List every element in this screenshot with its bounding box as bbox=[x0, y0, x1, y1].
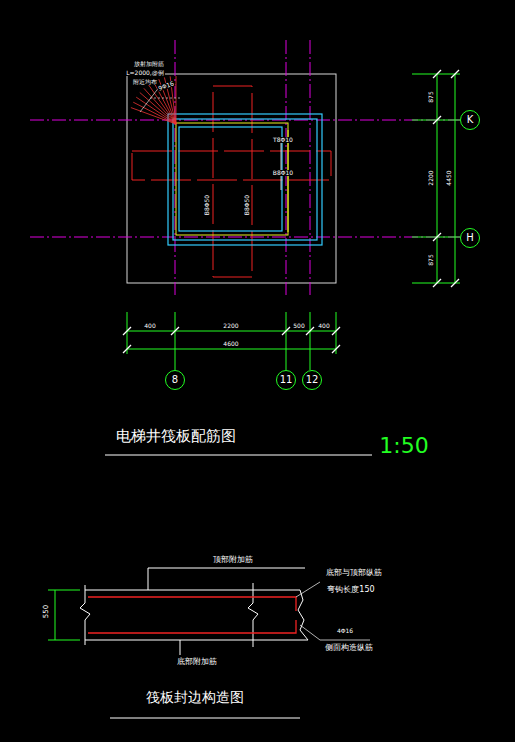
note-text: L=2000,@例 bbox=[125, 70, 165, 76]
axis-lines bbox=[30, 40, 460, 295]
section-dimension bbox=[48, 590, 80, 640]
dimension-text: 400 bbox=[143, 323, 156, 329]
note-text: 侧面构造纵筋 bbox=[324, 644, 374, 652]
axis-bubble: H bbox=[460, 228, 480, 248]
dimension-text: 400 bbox=[317, 323, 330, 329]
rebar-callout: B8Φ50 bbox=[244, 194, 250, 216]
raft-outline bbox=[127, 74, 336, 283]
dimension-text: 500 bbox=[292, 323, 305, 329]
rebar-callout: 顶部附加筋 bbox=[212, 556, 254, 564]
dimension-text: 2200 bbox=[428, 169, 434, 186]
rebar-bands bbox=[132, 86, 331, 277]
radial-bars bbox=[131, 76, 176, 124]
rebar-callout: 底部附加筋 bbox=[176, 658, 218, 666]
pit-walls bbox=[168, 114, 322, 245]
raft-edge-section bbox=[80, 568, 308, 655]
note-text: 弯钩长度150 bbox=[326, 586, 375, 594]
title-underline bbox=[105, 455, 372, 456]
title-underline bbox=[110, 718, 300, 719]
dimension-lines bbox=[127, 74, 460, 370]
rebar-callout: B8Φ50 bbox=[204, 194, 210, 216]
drawing-title: 筏板封边构造图 bbox=[146, 690, 244, 704]
note-text: 放射加附筋 bbox=[133, 61, 165, 67]
drawing-title: 电梯井筏板配筋图 bbox=[116, 429, 236, 444]
section-rebar bbox=[88, 597, 296, 633]
axis-bubble: 11 bbox=[276, 370, 296, 390]
rebar-callout: 4Φ16 bbox=[336, 628, 354, 634]
axis-label: 8 bbox=[172, 375, 178, 385]
axis-label: 11 bbox=[280, 375, 293, 385]
dimension-ticks bbox=[123, 70, 459, 353]
scale-text: 1:50 bbox=[379, 435, 428, 457]
axis-label: H bbox=[466, 233, 474, 243]
dimension-text: 875 bbox=[428, 90, 434, 103]
dimension-text: 550 bbox=[44, 603, 51, 618]
axis-bubble: 12 bbox=[302, 370, 322, 390]
dimension-text: 4600 bbox=[222, 341, 239, 347]
rebar-callout: T8Φ10 bbox=[272, 137, 294, 143]
axis-bubble: K bbox=[460, 110, 480, 130]
rebar-callout: B8Φ10 bbox=[272, 170, 294, 176]
pit-lines bbox=[281, 140, 282, 190]
note-text: 附近均布 bbox=[132, 79, 158, 85]
leader-line bbox=[150, 98, 180, 99]
axis-label: 12 bbox=[306, 375, 319, 385]
dimension-text: 875 bbox=[428, 253, 434, 266]
rebar-callout: 9Φ16 bbox=[156, 80, 175, 92]
dimension-text: 2200 bbox=[222, 323, 239, 329]
dimension-text: 4450 bbox=[446, 169, 452, 186]
axis-bubble: 8 bbox=[165, 370, 185, 390]
axis-label: K bbox=[467, 115, 474, 125]
note-text: 底部与顶部纵筋 bbox=[325, 569, 383, 577]
